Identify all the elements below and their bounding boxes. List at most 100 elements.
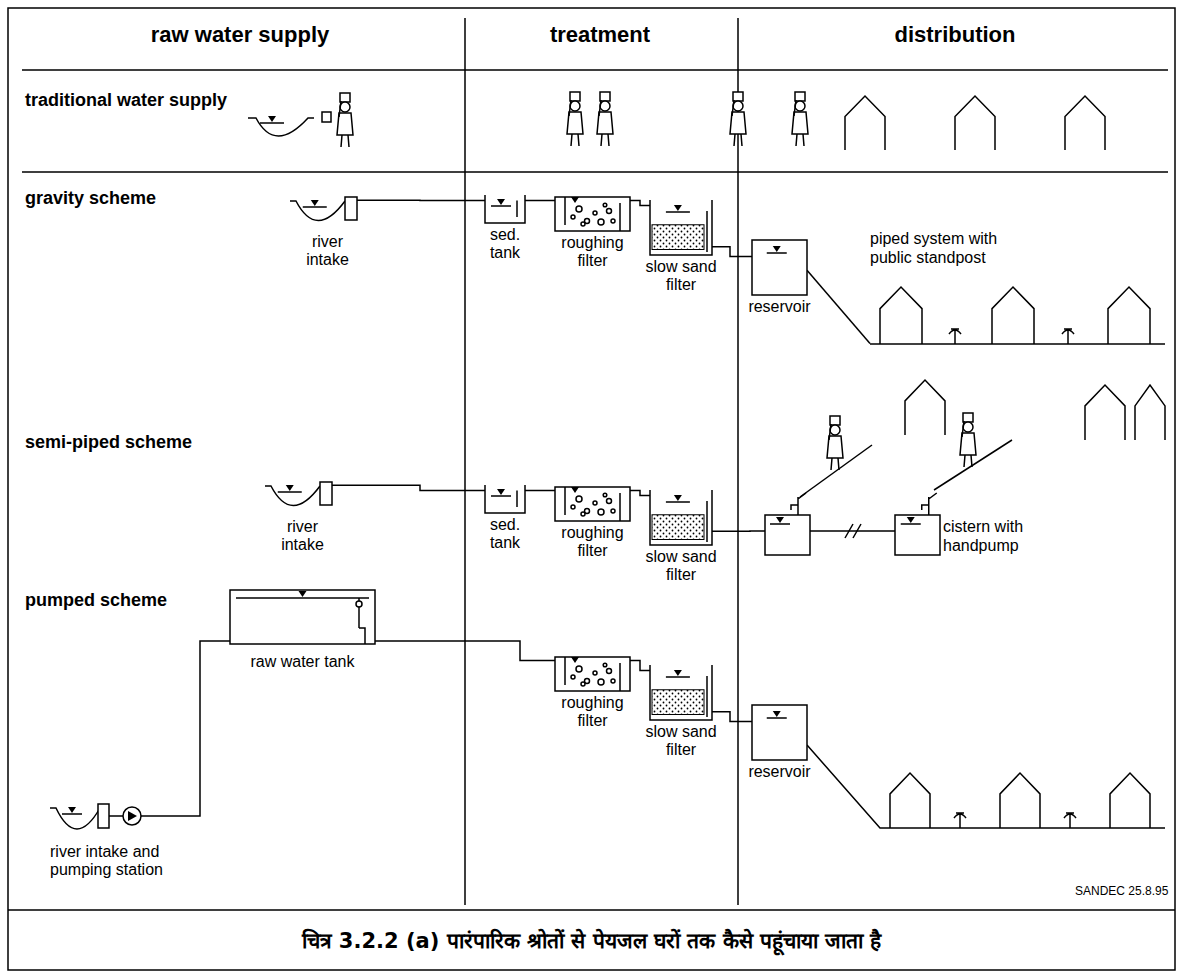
slow-icon (650, 490, 712, 545)
pipe-connector (525, 490, 555, 492)
treatment-component: river intake (290, 195, 365, 270)
semi-piped-illustration (765, 380, 1165, 555)
treatment-component: piped system with public standpost (870, 230, 1165, 345)
row-label: traditional water supply (25, 90, 227, 111)
pond (248, 118, 314, 136)
treatment-component: sed. tank (482, 195, 528, 263)
pipe-connector (712, 712, 752, 722)
treatment-component: roughing filter (554, 655, 632, 731)
cistern-icon (895, 495, 940, 555)
water-carrier-figure (567, 92, 583, 146)
component-label: slow sand filter (641, 258, 721, 295)
frame (8, 8, 1175, 970)
treatment-component: slow sand filter (641, 200, 721, 295)
pipe-connector (630, 200, 650, 205)
slow-icon (650, 200, 712, 255)
treatment-component: reservoir (748, 240, 810, 316)
intake-icon (265, 480, 340, 515)
water-mark (299, 591, 307, 597)
treatment-component: reservoir (748, 705, 810, 781)
row-label: semi-piped scheme (25, 432, 192, 453)
treatment-component: river intake and pumping station (50, 800, 195, 880)
component-label: roughing filter (554, 524, 632, 561)
standpost (954, 813, 966, 828)
water-mark (571, 197, 579, 203)
water-mark (268, 116, 276, 122)
treatment-component: slow sand filter (641, 665, 721, 760)
rawtank-icon (230, 590, 375, 650)
treatment-component: slow sand filter (641, 490, 721, 585)
water-mark (776, 517, 784, 523)
water-mark (497, 199, 505, 205)
pipe-connector (340, 485, 485, 490)
water-mark (311, 200, 319, 206)
house (890, 773, 930, 828)
component-label: sed. tank (482, 226, 528, 263)
reservoir-icon (752, 705, 807, 760)
component-label: river intake (268, 518, 338, 555)
houses-icon (870, 270, 1165, 345)
water-carrier-figure (337, 93, 353, 147)
column-header: distribution (895, 22, 1016, 48)
water-mark (674, 670, 682, 676)
treatment-component: sed. tank (482, 485, 528, 553)
pipe-connector (712, 247, 752, 257)
sed-icon (485, 485, 525, 513)
intake-icon (290, 195, 365, 230)
house (955, 96, 995, 150)
treatment-component: cistern with handpump (895, 495, 1025, 555)
sed-icon (485, 195, 525, 223)
water-mark (497, 489, 505, 495)
column-header: treatment (550, 22, 650, 48)
treatment-component: roughing filter (554, 485, 632, 561)
house (992, 287, 1034, 344)
house (845, 96, 885, 150)
pumped-distribution-illustration (807, 745, 1165, 828)
pipe-connector (807, 270, 870, 343)
treatment-component: raw water tank (230, 590, 375, 671)
pipe-connector (630, 490, 650, 495)
water-carrier-figure (792, 92, 808, 146)
component-label: roughing filter (554, 234, 632, 271)
rough-icon (555, 655, 630, 691)
standpost (1062, 329, 1074, 344)
component-label: river intake and pumping station (50, 843, 195, 880)
water-mark (571, 657, 579, 663)
pump-icon (50, 800, 160, 840)
figure-caption: चित्र 3.2.2 (a) पारंपारिक श्रोतों से पेय… (302, 926, 882, 954)
component-label: slow sand filter (641, 723, 721, 760)
house (1065, 96, 1105, 150)
pipe-connector (630, 660, 650, 670)
water-mark (68, 807, 76, 813)
water-carrier-figure (730, 92, 746, 146)
row-label: gravity scheme (25, 188, 156, 209)
house (880, 287, 922, 344)
water-mark (907, 517, 915, 523)
house (1085, 385, 1125, 440)
column-header: raw water supply (151, 22, 330, 48)
component-label: river intake (293, 233, 363, 270)
house (1108, 287, 1150, 344)
house (1110, 773, 1150, 828)
house (1000, 773, 1040, 828)
pipe-connector (525, 200, 555, 202)
traditional-supply-illustration (248, 92, 1105, 150)
standpost (1064, 813, 1076, 828)
component-label: sed. tank (482, 516, 528, 553)
pipe-connector (160, 641, 230, 816)
rough-icon (555, 195, 630, 231)
water-mark (571, 487, 579, 493)
pipe-connector (365, 200, 485, 202)
component-label: slow sand filter (641, 548, 721, 585)
component-label: reservoir (748, 298, 810, 316)
component-label: piped system with public standpost (870, 230, 1040, 267)
water-mark (773, 246, 781, 252)
component-label: reservoir (748, 763, 810, 781)
water-mark (674, 495, 682, 501)
component-label: roughing filter (554, 694, 632, 731)
water-carrier-figure (597, 92, 613, 146)
water-mark (674, 205, 682, 211)
water-carrier-figure (960, 413, 976, 467)
standpost (949, 329, 961, 344)
reservoir-icon (752, 240, 807, 295)
